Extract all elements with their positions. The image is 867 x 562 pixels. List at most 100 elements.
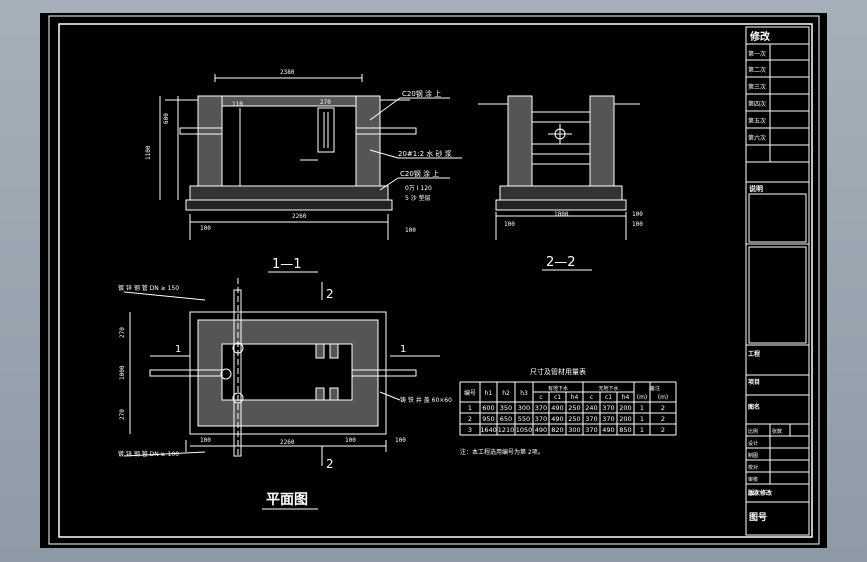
table-cell: 550: [518, 415, 530, 423]
plan-texts: 1 1 2 2 270 1000 270 2260 100 100 100 镀 …: [118, 284, 452, 510]
section-1-1-drawing: [159, 74, 462, 240]
table-cell: 1: [640, 426, 644, 434]
table-cell: 650: [500, 415, 512, 423]
title-block: [745, 26, 810, 536]
plan-dim-270b: 270: [119, 409, 126, 420]
scale-label: 比例: [748, 428, 758, 435]
table-cell: 370: [535, 404, 547, 412]
table-cell: 2: [661, 404, 665, 412]
note-c20-bottom: C20钢 涂 上: [400, 169, 439, 178]
sign-row-3: 校对: [748, 464, 758, 471]
table-cell: 1: [468, 404, 472, 412]
table-cell: 490: [602, 426, 614, 434]
table-cell: 370: [585, 426, 597, 434]
sign-row-2: 制图: [748, 452, 758, 459]
table-column-header: c1: [554, 394, 561, 401]
table-cell: 490: [551, 404, 563, 412]
table-column-header: c: [590, 394, 593, 401]
table-title: 尺寸及管材用量表: [530, 367, 586, 376]
version-label: 版次修改: [747, 489, 773, 497]
table-column-header: 编号: [464, 389, 476, 397]
note-rebar: 0万 Ⅰ 120: [405, 185, 432, 192]
plan-dim-2260: 2260: [280, 439, 295, 446]
table-cell: 950: [482, 415, 494, 423]
drawing-frame: [48, 15, 820, 545]
table-cell: 370: [602, 404, 614, 412]
table-cell: 300: [568, 426, 580, 434]
dim-11-width: 2380: [280, 69, 295, 76]
table-note: 注：本工程选用编号为第 2项。: [460, 448, 544, 456]
revision-5: 第五次: [748, 117, 766, 125]
dim-11-2260: 2260: [292, 213, 307, 220]
table-cell: 2: [661, 426, 665, 434]
table-column-header: h1: [485, 390, 493, 397]
dim-11-110: 110: [232, 101, 243, 108]
table-cell: 300: [518, 404, 530, 412]
table-cell: 250: [568, 415, 580, 423]
sign-row-5: 日期: [748, 491, 758, 497]
drawing-name-label: 图名: [748, 403, 760, 411]
dim-22-100c: 100: [632, 221, 643, 228]
table-group-header: 有地下水: [548, 385, 568, 392]
table-cell: 490: [535, 426, 547, 434]
revision-3: 第三次: [748, 83, 766, 91]
note-c20-top: C20钢 涂 上: [402, 89, 441, 98]
table-group-header: 无地下水: [598, 385, 618, 392]
table-cell: 370: [535, 415, 547, 423]
table-cell: 200: [619, 404, 631, 412]
remarks-header: 说明: [749, 184, 763, 193]
section-1-1-texts: 2380 270 110 1100 600 2260 100 100 C20钢 …: [145, 69, 452, 273]
project-label: 工程: [748, 350, 760, 358]
item-label: 项目: [748, 378, 760, 386]
plan-dim-100a: 100: [200, 437, 211, 444]
table-cell: 1210: [498, 426, 515, 434]
plan-dim-1000: 1000: [119, 365, 126, 380]
table-cell: 2: [468, 415, 472, 423]
dim-22-1000: 1000: [554, 211, 569, 218]
revision-1: 第一次: [748, 50, 766, 58]
plan-note-pipe-150: 镀 锌 钢 管 DN ≥ 150: [118, 284, 179, 292]
plan-marker-2-top: 2: [326, 287, 334, 301]
plan-note-pipe-100: 镀 锌 钢 管 DN ≥ 100: [118, 450, 179, 458]
table-column-header: h3: [520, 390, 528, 397]
dim-11-100a: 100: [200, 225, 211, 232]
table-column-header: (m): [658, 394, 669, 401]
sheet-label: 张数: [772, 428, 782, 435]
table-column-header: (m): [637, 394, 648, 401]
plan-marker-1-left: 1: [175, 344, 181, 355]
section-2-2-drawing: [478, 95, 640, 240]
table-group-header: 备注: [650, 385, 660, 392]
dim-22-100a: 100: [504, 221, 515, 228]
plan-note-cover: 铸 铁 井 盖 60×60: [400, 396, 452, 404]
plan-marker-2-bottom: 2: [326, 457, 334, 471]
dim-11-270: 270: [320, 99, 331, 106]
drawing-no-label: 图号: [749, 512, 767, 523]
drawing-sheet[interactable]: [40, 13, 827, 548]
sign-row-1: 设计: [748, 440, 758, 447]
table-column-header: h4: [622, 394, 630, 401]
dim-11-600: 600: [163, 113, 170, 124]
dim-11-100b: 100: [405, 227, 416, 234]
table-cell: 850: [619, 426, 631, 434]
table-cell: 1050: [516, 426, 533, 434]
table-cell: 600: [482, 404, 494, 412]
table-column-header: h4: [571, 394, 579, 401]
table-cell: 490: [551, 415, 563, 423]
note-sand: 5 沙 垫层: [405, 194, 431, 202]
revision-2: 第二次: [748, 66, 766, 74]
table-cell: 3: [468, 426, 472, 434]
section-1-1-label: 1—1: [272, 257, 302, 272]
table-cell: 250: [568, 404, 580, 412]
revisions-header: 修改: [749, 30, 771, 43]
table-column-header: c: [539, 394, 542, 401]
sign-row-4: 审核: [748, 476, 758, 483]
dim-22-100b: 100: [632, 211, 643, 218]
plan-dim-100b: 100: [345, 437, 356, 444]
plan-title: 平面图: [266, 492, 308, 508]
table-cell: 1640: [480, 426, 497, 434]
table-column-header: h2: [502, 390, 510, 397]
plan-dim-270a: 270: [119, 327, 126, 338]
table-cell: 370: [602, 415, 614, 423]
